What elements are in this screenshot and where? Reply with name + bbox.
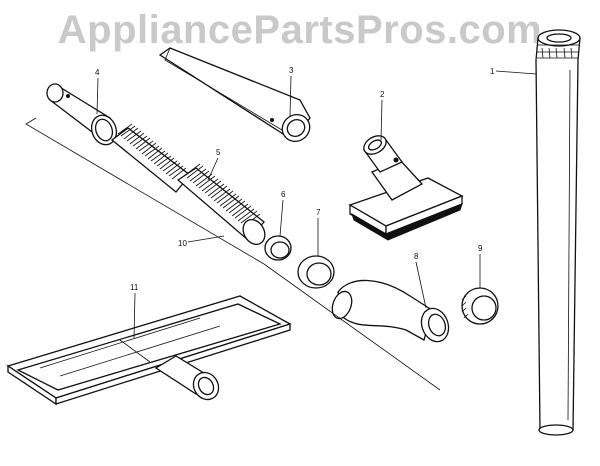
callout-1: 1 bbox=[490, 67, 495, 76]
part-5-hose[interactable] bbox=[110, 123, 269, 248]
part-6-ring[interactable] bbox=[264, 235, 292, 261]
part-9-swivel[interactable] bbox=[461, 287, 499, 325]
callout-6: 6 bbox=[281, 190, 286, 199]
callout-4: 4 bbox=[95, 68, 100, 77]
part-2-brush[interactable] bbox=[348, 132, 464, 241]
callout-5: 5 bbox=[216, 148, 221, 157]
leader-lines bbox=[96, 70, 537, 339]
callout-7: 7 bbox=[316, 208, 321, 217]
callout-8: 8 bbox=[414, 252, 419, 261]
part-3-crevice-tool[interactable] bbox=[158, 47, 315, 147]
callout-11: 11 bbox=[130, 283, 139, 292]
part-11-floor-tool[interactable] bbox=[6, 295, 292, 406]
part-8-handle[interactable] bbox=[329, 279, 453, 345]
part-4-coupling[interactable] bbox=[46, 83, 120, 148]
part-7-collar[interactable] bbox=[297, 255, 335, 289]
callout-9: 9 bbox=[478, 244, 483, 253]
callout-10: 10 bbox=[178, 239, 187, 248]
bracket-10-line bbox=[25, 117, 441, 391]
part-1-wand[interactable] bbox=[535, 29, 581, 436]
callout-3: 3 bbox=[289, 66, 294, 75]
watermark-logo: AppliancePartsPros.com bbox=[57, 8, 543, 52]
callout-2: 2 bbox=[380, 90, 385, 99]
